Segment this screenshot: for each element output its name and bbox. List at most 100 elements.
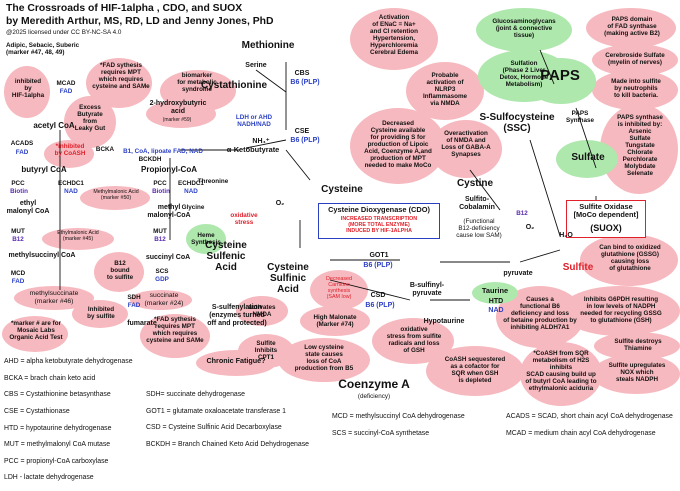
marker-note: *marker # are for Mosaic Labs Organic Ac… (9, 320, 63, 342)
decreased-carnitine-note: Decreased Carnitine synthesis (SAM low) (325, 276, 353, 301)
mcad-cofactor: FAD (59, 88, 73, 95)
g6pdh-note: Inhibits G6PDH resulting in low levels o… (580, 296, 662, 325)
ethylmalonic-acid-marker: Ethylmalonic Acid (marker #45) (57, 230, 99, 242)
bg-blob-coash-seq (426, 346, 524, 396)
arrow-ssc (529, 139, 561, 237)
hif1a-cdo-suox-diagram: { "header":{ "title":"The Crossroads of … (2, 3, 680, 482)
mut-cofactor: B12 (12, 236, 24, 243)
o2-sulfite-label: O₂ (525, 224, 535, 231)
biomarker-note: biomarker for metabolic syndrome (177, 72, 217, 94)
suox-label: (SUOX) (590, 223, 622, 233)
glycosaminoglycans-note: Glucosaminoglycans (joint & connective t… (492, 18, 556, 40)
cse-cofactor: B6 (PLP) (290, 137, 320, 144)
acads-label: ACADS (10, 140, 34, 147)
serine-label: Serine (245, 62, 267, 69)
bg-blob-excess-butyrate (64, 96, 116, 148)
bg-blob-paps-domain (586, 8, 676, 48)
mut2-cofactor: B12 (154, 236, 166, 243)
cdo-subtitle: INCREASED TRANSCRIPTION (MORE TOTAL ENZY… (340, 216, 418, 234)
bg-blob-fad-note2 (140, 314, 210, 358)
cystathionine-label: Cystathionine (200, 80, 268, 91)
enac-note: Activation of ENaC = Na+ and Cl retentio… (370, 14, 418, 57)
methylmalonic-acid-marker: Methylmalonic Acid (marker #50) (93, 189, 139, 201)
mcd-label: MCD (10, 270, 26, 277)
fad-note-bottom: *FAD sythesis requires MPT which require… (146, 316, 204, 345)
cbs-cofactor: B6 (PLP) (290, 79, 320, 86)
bg-blob-marker-note (2, 316, 68, 352)
legend-item: LDH - lactate dehydrogenase (4, 474, 94, 482)
ssc-label: S-Sulfocysteine (SSC) (479, 112, 555, 135)
arrow-cystine (469, 169, 501, 211)
bcka-label: BCKA (95, 146, 115, 153)
methionine-label: Methionine (241, 40, 295, 51)
functional-b12-label: (Functional B12-deficiency cause low SAM… (456, 218, 502, 240)
cdo-box: Cysteine Dioxygenase (CDO) INCREASED TRA… (318, 203, 440, 239)
legend-item: CSD = Cysteine Sulfinic Acid Decarboxyla… (146, 424, 282, 432)
mut-label: MUT (11, 228, 25, 235)
bg-blob-methylmalonic (80, 186, 150, 210)
pcc2-cofactor: Biotin (152, 188, 170, 195)
arrow-sulfite (519, 249, 561, 263)
ethyl-malonyl-label: ethyl malonyl CoA (6, 200, 50, 215)
sdh-label: SDH (127, 294, 141, 301)
csd-label: CSD (370, 292, 386, 299)
bg-blob-paps (526, 58, 596, 104)
sulfate-label: Sulfate (571, 152, 605, 163)
taurine-label: Taurine (481, 286, 509, 295)
hypotaurine-label: Hypotaurine (423, 318, 465, 325)
cbs-label: CBS (294, 70, 310, 77)
legend-item: CSE = Cystathionase (4, 407, 70, 415)
pyruvate-label: pyruvate (503, 270, 533, 277)
bckdh-label: BCKDH (138, 156, 162, 163)
coash-sequestered-note: CoASH sequestered as a cofactor for SQR … (444, 356, 506, 385)
bg-blob-high-malonate (300, 306, 370, 336)
got1-cofactor: B6 (PLP) (363, 262, 393, 269)
methyl-malonyl-label: methyl malonyl-CoA (147, 204, 191, 219)
paps-synthase-label: PAPS Synthase (566, 110, 594, 125)
coenzyme-a-label: Coenzyme A (338, 377, 410, 391)
csd-cofactor: B6 (PLP) (365, 302, 395, 309)
legend-col-2: SDH= succinate dehydrogenase GOT1 = glut… (146, 383, 326, 458)
bg-blob-hydroxy (146, 100, 216, 128)
legend-item: SCS = succinyl-CoA synthetase (332, 429, 430, 437)
cysteine-sulfinic-label: Cysteine Sulfinic Acid (267, 262, 309, 296)
o2-label: O₂ (275, 200, 285, 207)
bg-blob-carnitine (310, 270, 368, 310)
paps-inhibited-note: PAPS synthase is inhibited by: Arsenic S… (617, 114, 663, 178)
pcc-label: PCC (11, 180, 25, 187)
authors-line: by Meredith Arthur, MS, RD, LD and Jenny… (6, 16, 274, 27)
fad-note-top: *FAD sythesis requires MPT which require… (92, 62, 150, 91)
legend-item: SDH= succinate dehydrogenase (146, 391, 246, 399)
methylsuccinyl-label: methylsuccinyl CoA (8, 252, 76, 259)
thiamine-note: Sulfite destroys Thiamine (614, 338, 662, 353)
pcc2-label: PCC (153, 180, 167, 187)
threonine-label: Threonine (197, 178, 229, 185)
bg-blob-glutathione (580, 234, 678, 286)
decreased-cysteine-note: Decreased Cysteine available for providi… (364, 120, 432, 170)
alpha-ketobutyrate-label: α-Ketobutyrate (226, 145, 280, 154)
heme-synthesis-label: Heme Synthesis (191, 232, 221, 247)
legend-item: BCKA = brach chain keto acid (4, 374, 96, 382)
arrow-sulfate (575, 107, 597, 169)
echdc1b-cofactor: NAD (184, 188, 198, 195)
oxidative-stress-label: oxidative stress (230, 212, 258, 227)
acetyl-coa-label: acetyl CoA (33, 121, 75, 130)
legend-item: MCD = methylsuccinyl CoA dehydrogenase (332, 413, 465, 421)
sulfation-note: Sulfation (Phase 2 Liver Detox, Hormone … (499, 60, 549, 89)
bg-blob-neutrophils (592, 70, 678, 110)
succinate-label: succinate (marker #24) (144, 292, 184, 307)
mcad-label: MCAD (56, 80, 76, 87)
neutrophils-note: Made into sulfite by neutrophils to kill… (611, 78, 661, 100)
succinyl-coa-label: succinyl CoA (145, 254, 191, 261)
bg-blob-inhibited-hif (4, 66, 50, 118)
echdc1b-label: ECHDC1 (178, 180, 204, 187)
inhibited-hif-note: inhibited by HIF-1alpha (11, 78, 45, 100)
scs-cofactor: GDP (155, 276, 169, 283)
legend-item: AHD = alpha ketobutyrate dehydrogenase (4, 358, 133, 366)
b12-bound-note: B12 bound to sulfite (106, 260, 134, 282)
scs-label: SCS (155, 268, 169, 275)
inhibited-sulfite-note: Inhibited by sulfite (87, 306, 115, 321)
pcc-cofactor: Biotin (10, 188, 28, 195)
bg-blob-glycosaminoglycans (476, 8, 572, 52)
bg-blob-low-cysteine (278, 338, 370, 382)
